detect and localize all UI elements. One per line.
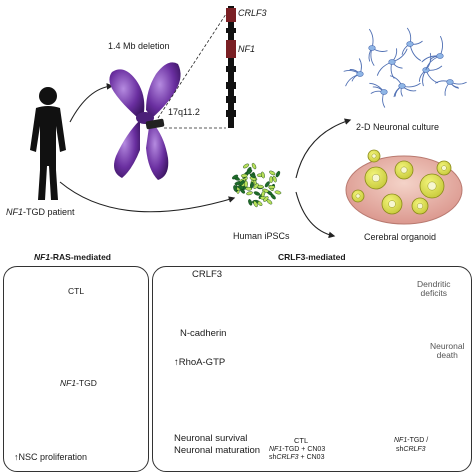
left-ctl-label: CTL: [68, 286, 85, 296]
neuron-cell: [343, 58, 364, 87]
gene-nf1-label: NF1: [238, 44, 256, 54]
ipsc-cell: [260, 171, 265, 179]
ipsc-cell: [248, 199, 253, 206]
nsc-proliferation-label: ↑NSC proliferation: [14, 452, 88, 462]
arrow-ipsc-to-culture: [295, 118, 352, 179]
culture-label: 2-D Neuronal culture: [356, 122, 440, 132]
ipsc-cell: [242, 163, 250, 169]
ipsc-cell: [244, 180, 248, 188]
ipsc-cell: [274, 190, 282, 195]
ipsc-cell: [253, 191, 261, 196]
ipsc-cell: [270, 193, 276, 200]
left-panel-title: NF1-RAS-mediated: [34, 252, 111, 262]
ipsc-cell: [249, 173, 256, 179]
outcome-maturation: Neuronal maturation: [174, 445, 261, 456]
patient-label: NF1-TGD patient: [6, 207, 75, 217]
ipsc-cell: [246, 191, 253, 196]
organoid-label: Cerebral organoid: [364, 232, 437, 242]
neuron-cell: [401, 27, 423, 61]
ipsc-cell: [245, 186, 253, 191]
right-panel-title: CRLF3-mediated: [278, 252, 346, 262]
outcome-survival: Neuronal survival: [174, 433, 248, 444]
ipsc-cell: [237, 185, 245, 190]
ipsc-cell: [232, 174, 239, 180]
ipsc-label: Human iPSCs: [233, 231, 290, 241]
gene-locus-bar: [226, 6, 236, 128]
ipsc-cell: [272, 175, 277, 183]
ipsc-cell: [253, 200, 258, 208]
ipsc-cell: [275, 170, 281, 178]
ctl-condition-label: CTL: [294, 436, 309, 445]
ipsc-cell: [269, 176, 273, 183]
crlf3-panel: [152, 266, 472, 472]
ipsc-cell: [253, 183, 259, 189]
pathway-crlf3: CRLF3: [192, 269, 223, 280]
ipsc-cluster: [232, 162, 282, 208]
ipsc-cell: [240, 173, 248, 178]
ipsc-cell: [264, 181, 270, 188]
neuron-cell: [389, 75, 421, 98]
nf1-ras-panel: [3, 266, 149, 472]
patient-silhouette: [30, 87, 66, 200]
neuron-cell: [368, 28, 388, 66]
left-tgd-label: NF1-TGD: [60, 378, 97, 388]
tgd-condition-line2: shCRLF3: [396, 446, 426, 453]
ctl-condition-sub2: shCRLF3 + CN03: [269, 454, 325, 461]
deletion-label: 1.4 Mb deletion: [108, 41, 170, 51]
arrow-patient-to-chromosome: [69, 83, 114, 123]
neuron-cell: [435, 79, 467, 96]
ipsc-cell: [269, 170, 276, 176]
ipsc-cell: [239, 179, 245, 186]
chromosome-17: [109, 62, 181, 180]
neuronal-culture-illustration: [343, 27, 467, 108]
neuron-cell: [376, 48, 408, 79]
ipsc-cell: [263, 196, 269, 202]
pathway-ncadherin: N-cadherin: [180, 328, 227, 339]
ipsc-cell: [246, 169, 253, 175]
ipsc-cell: [268, 185, 276, 189]
ipsc-cell: [251, 162, 257, 170]
ctl-condition-sub1: NF1-TGD + CN03: [269, 446, 326, 453]
pathway-rhoa: ↑RhoA-GTP: [174, 357, 226, 368]
zoom-line-top: [157, 13, 227, 119]
neuron-cell: [421, 35, 444, 71]
tgd-condition-line1: NF1-TGD /: [394, 437, 429, 444]
locus-label: 17q11.2: [168, 107, 200, 117]
cerebral-organoid: [345, 149, 463, 225]
ipsc-cell: [233, 185, 238, 192]
arrow-patient-to-ipsc: [59, 181, 236, 213]
arrow-ipsc-to-organoid: [295, 191, 336, 239]
gene-crlf3-label: CRLF3: [238, 8, 267, 18]
neuron-cell: [369, 82, 388, 108]
